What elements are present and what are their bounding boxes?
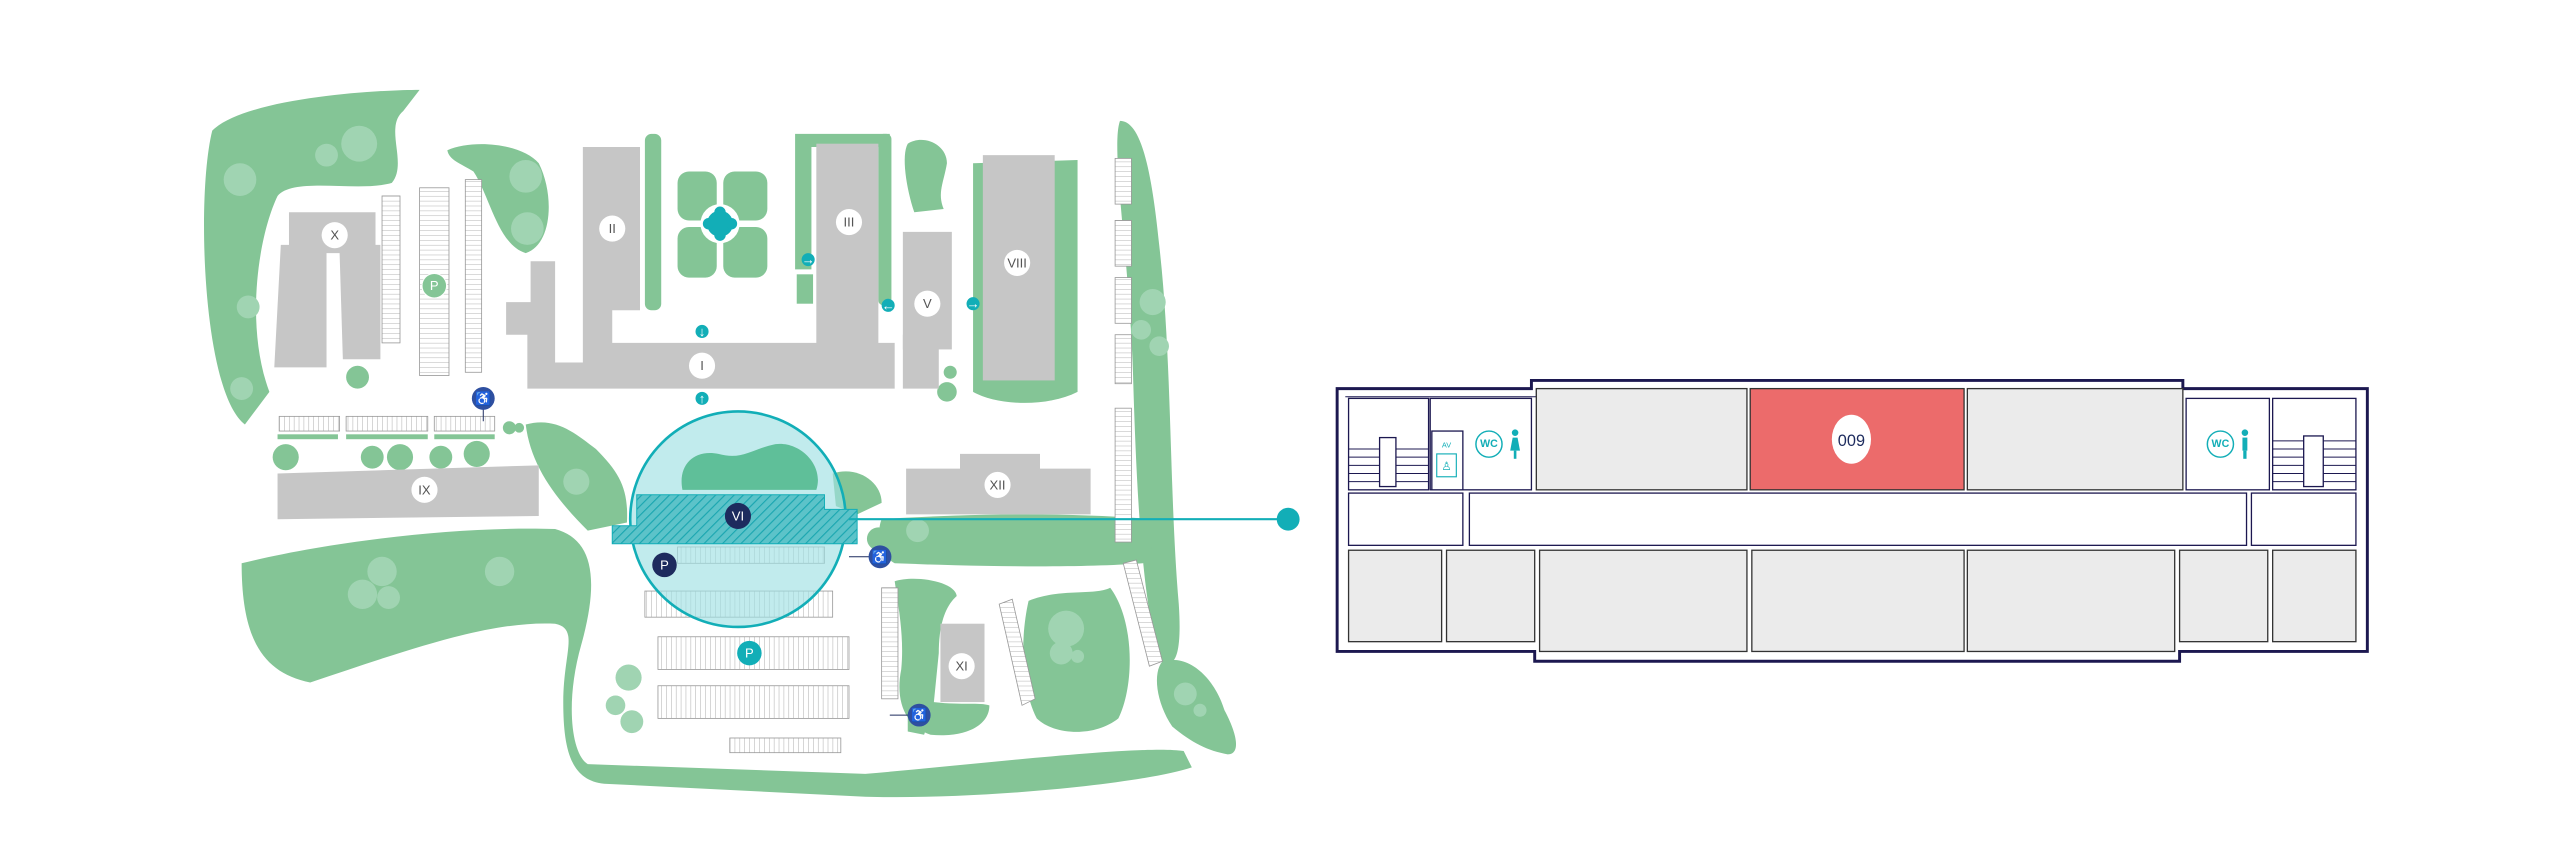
svg-text:→: → bbox=[802, 252, 815, 267]
corridor bbox=[1468, 492, 2248, 546]
wc-icon: WC bbox=[2206, 430, 2235, 458]
entrance-arrow-icon[interactable]: → bbox=[801, 252, 815, 267]
stairs-icon bbox=[2272, 435, 2356, 488]
building-label-xii[interactable]: XII bbox=[984, 471, 1011, 498]
room[interactable] bbox=[1538, 549, 1748, 653]
accessible-parking-icon[interactable]: ♿ bbox=[471, 386, 495, 422]
room-number: 009 bbox=[1838, 432, 1865, 450]
building-label-vi[interactable]: VI bbox=[724, 502, 752, 530]
elevator-icon[interactable]: AV ♙ bbox=[1431, 430, 1464, 491]
svg-text:↓: ↓ bbox=[699, 324, 706, 339]
building-label-ii[interactable]: II bbox=[599, 215, 626, 242]
svg-text:♙: ♙ bbox=[1441, 461, 1451, 473]
room[interactable] bbox=[2272, 549, 2357, 643]
svg-text:♿: ♿ bbox=[911, 708, 927, 723]
svg-text:♿: ♿ bbox=[872, 549, 888, 564]
floor-plan: AV ♙ WC 009 WC bbox=[1335, 378, 2369, 663]
building-i-ii-shape bbox=[506, 146, 895, 389]
svg-text:←: ← bbox=[882, 298, 895, 313]
female-icon bbox=[1510, 429, 1520, 459]
room[interactable] bbox=[1966, 549, 2176, 653]
room[interactable] bbox=[1347, 549, 1443, 643]
entrance-arrow-icon[interactable]: ← bbox=[881, 298, 895, 313]
building-x-shape bbox=[274, 212, 381, 368]
buildings bbox=[274, 143, 1091, 703]
courtyard bbox=[677, 171, 768, 278]
room[interactable] bbox=[1445, 549, 1536, 643]
svg-text:AV: AV bbox=[1442, 440, 1451, 449]
building-label-text: X bbox=[330, 228, 339, 243]
building-label-text: VIII bbox=[1007, 255, 1027, 270]
building-label-text: V bbox=[923, 296, 932, 311]
entrance-arrow-icon[interactable]: ↑ bbox=[695, 391, 709, 406]
campus-map: ↓ ↑ → ← → X II III I V VIII IX XII XI VI bbox=[204, 89, 1300, 798]
fountain-icon bbox=[700, 204, 740, 244]
building-label-iii[interactable]: III bbox=[835, 209, 863, 236]
parking-icon[interactable]: P bbox=[652, 552, 677, 578]
room[interactable] bbox=[2178, 549, 2269, 643]
trees bbox=[223, 125, 1207, 734]
selected-room-009[interactable]: 009 bbox=[1749, 387, 1965, 491]
building-iii-shape bbox=[816, 143, 879, 363]
svg-text:P: P bbox=[430, 278, 439, 293]
entrance-arrow-icon[interactable]: ↓ bbox=[695, 324, 709, 339]
hall-right bbox=[2250, 492, 2357, 546]
building-ix-shape bbox=[277, 465, 539, 520]
building-label-text: XI bbox=[955, 659, 967, 674]
male-icon bbox=[2241, 429, 2249, 459]
svg-text:♿: ♿ bbox=[475, 391, 491, 406]
svg-text:WC: WC bbox=[1480, 438, 1498, 450]
svg-text:WC: WC bbox=[2212, 438, 2230, 450]
svg-text:P: P bbox=[745, 646, 754, 661]
room[interactable] bbox=[1535, 387, 1748, 491]
building-label-text: XII bbox=[990, 477, 1006, 492]
building-label-text: III bbox=[844, 215, 855, 230]
entrance-arrow-icon[interactable]: → bbox=[966, 296, 980, 311]
svg-text:→: → bbox=[967, 296, 980, 311]
parking-icon[interactable]: P bbox=[421, 273, 448, 299]
building-label-text: IX bbox=[418, 482, 431, 497]
building-label-v[interactable]: V bbox=[914, 290, 941, 317]
building-label-text: I bbox=[700, 358, 704, 373]
building-label-xi[interactable]: XI bbox=[948, 653, 975, 680]
svg-text:↑: ↑ bbox=[699, 391, 706, 406]
room[interactable] bbox=[1751, 549, 1965, 653]
accessible-parking-icon[interactable]: ♿ bbox=[889, 703, 931, 727]
accessible-parking-icon[interactable]: ♿ bbox=[848, 545, 892, 569]
connector-end-dot bbox=[1276, 507, 1300, 531]
building-label-viii[interactable]: VIII bbox=[1004, 249, 1031, 276]
building-label-i[interactable]: I bbox=[688, 352, 716, 379]
hall-left bbox=[1347, 492, 1464, 546]
building-label-x[interactable]: X bbox=[321, 222, 348, 249]
stairs-icon bbox=[1348, 436, 1429, 488]
building-label-ix[interactable]: IX bbox=[411, 476, 438, 503]
wc-icon: WC bbox=[1475, 430, 1503, 458]
room[interactable] bbox=[1966, 387, 2184, 491]
building-label-text: VI bbox=[732, 508, 744, 523]
building-label-text: II bbox=[609, 221, 616, 236]
entrance-markers: ↓ ↑ → ← → bbox=[695, 252, 980, 406]
svg-text:P: P bbox=[660, 557, 669, 572]
building-labels: X II III I V VIII IX XII XI VI bbox=[321, 209, 1031, 680]
parking-icon[interactable]: P bbox=[737, 640, 762, 666]
green-area-in-focus bbox=[681, 443, 818, 490]
